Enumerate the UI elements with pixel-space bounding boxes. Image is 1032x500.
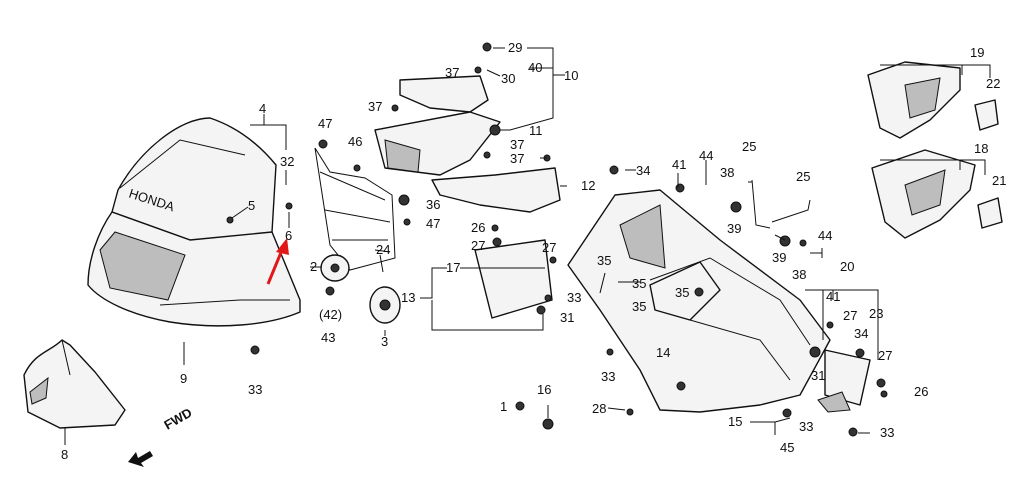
callout-42: (42): [319, 307, 342, 322]
callout-26a: 26: [471, 220, 485, 235]
callout-31b: 31: [811, 368, 825, 383]
callout-26b: 26: [914, 384, 928, 399]
callout-8: 8: [61, 447, 68, 462]
callout-labels: 4 32 5 6 9 8 47 46 36 47 24 2 (42) 43 3 …: [61, 40, 1006, 462]
callout-35-mid: 35: [675, 285, 689, 300]
callout-32: 32: [280, 154, 294, 169]
callout-22: 22: [986, 76, 1000, 91]
callout-20: 20: [840, 259, 854, 274]
callout-38a: 38: [720, 165, 734, 180]
callout-24: 24: [376, 242, 390, 257]
callout-10: 10: [564, 68, 578, 83]
bracket-plate-part: [817, 391, 851, 413]
callout-41b: 41: [826, 289, 840, 304]
visor-part: [23, 339, 126, 429]
bracket-25-part: [751, 179, 771, 229]
callout-33b: 33: [567, 290, 581, 305]
fwd-label: FWD: [161, 405, 194, 433]
callout-40: 40: [528, 60, 542, 75]
inner-cover-part: [474, 239, 553, 319]
fasteners: [226, 42, 888, 437]
callout-14: 14: [656, 345, 670, 360]
bracket-25b-part: [771, 199, 811, 223]
lower-cowl-part: [567, 189, 831, 413]
callout-44b: 44: [818, 228, 832, 243]
callout-4: 4: [259, 101, 266, 116]
callout-45: 45: [780, 440, 794, 455]
callout-9: 9: [180, 371, 187, 386]
upper-cowl-part: [87, 117, 301, 327]
callout-34a: 34: [636, 163, 650, 178]
callout-34b: 34: [854, 326, 868, 341]
side-panel-part: [431, 167, 561, 213]
callout-47a: 47: [318, 116, 332, 131]
callout-31a: 31: [560, 310, 574, 325]
callout-37d: 37: [510, 151, 524, 166]
callout-33e: 33: [880, 425, 894, 440]
callout-13: 13: [401, 290, 415, 305]
callout-37b: 37: [368, 99, 382, 114]
callout-38b: 38: [792, 267, 806, 282]
callout-44a: 44: [699, 148, 713, 163]
callout-35b: 35: [632, 276, 646, 291]
callout-27a: 27: [471, 238, 485, 253]
callout-43: 43: [321, 330, 335, 345]
callout-23: 23: [869, 306, 883, 321]
callout-16: 16: [537, 382, 551, 397]
callout-27b: 27: [542, 240, 556, 255]
callout-25b: 25: [796, 169, 810, 184]
callout-21: 21: [992, 173, 1006, 188]
callout-19: 19: [970, 45, 984, 60]
callout-39b: 39: [772, 250, 786, 265]
horn-part: [320, 254, 401, 324]
callout-1: 1: [500, 399, 507, 414]
callout-47b: 47: [426, 216, 440, 231]
callout-37a: 37: [445, 65, 459, 80]
bracket-part: [824, 349, 871, 406]
callout-35c: 35: [632, 299, 646, 314]
callout-29: 29: [508, 40, 522, 55]
leader-lines: [64, 47, 991, 445]
callout-17: 17: [446, 260, 460, 275]
callout-46: 46: [348, 134, 362, 149]
callout-5: 5: [248, 198, 255, 213]
callout-27c: 27: [843, 308, 857, 323]
callout-18: 18: [974, 141, 988, 156]
callout-35a: 35: [597, 253, 611, 268]
callout-2: 2: [310, 259, 317, 274]
callout-25a: 25: [742, 139, 756, 154]
callout-11: 11: [529, 123, 543, 138]
callout-12: 12: [581, 178, 595, 193]
callout-33d: 33: [799, 419, 813, 434]
callout-41a: 41: [672, 157, 686, 172]
callout-36: 36: [426, 197, 440, 212]
callout-37c: 37: [510, 137, 524, 152]
fwd-arrow-icon: [128, 451, 153, 467]
highlight-arrow-icon: [266, 238, 289, 285]
callout-33c: 33: [601, 369, 615, 384]
callout-30: 30: [501, 71, 515, 86]
callout-33a: 33: [248, 382, 262, 397]
callout-39a: 39: [727, 221, 741, 236]
meter-panel-part: [374, 75, 501, 176]
callout-15: 15: [728, 414, 742, 429]
callout-6: 6: [285, 228, 292, 243]
callout-3: 3: [381, 334, 388, 349]
callout-27-right: 27: [878, 348, 892, 363]
mirror-assembly-part: [867, 61, 1003, 239]
callout-28: 28: [592, 401, 606, 416]
